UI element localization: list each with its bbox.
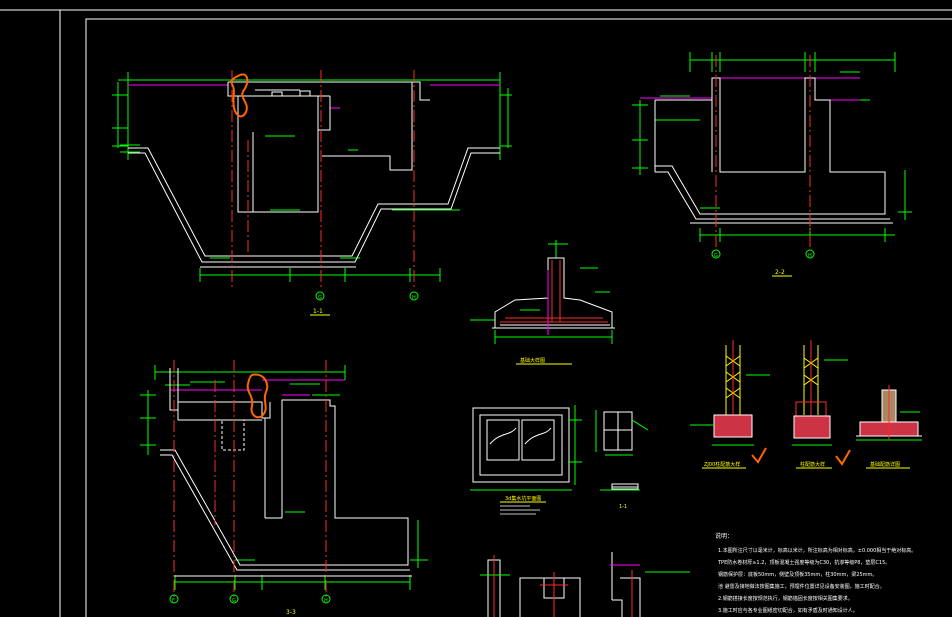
section-1-1-axis-bubbles	[315, 291, 419, 301]
markup-cloud-2	[246, 373, 269, 419]
pit-plan-dimensions	[470, 405, 582, 491]
section-1-1-outline	[128, 81, 500, 268]
drawing-frame	[0, 9, 952, 617]
node-detail-title: 1-1	[619, 504, 627, 510]
axis-bubble-label: G	[318, 295, 322, 301]
note-line: TPE防水卷材厚≥1.2，顶板混凝土强度等级为C30，抗渗等级P8，垫层C15。	[717, 559, 890, 566]
notes-heading: 说明：	[715, 532, 733, 540]
column-b-footing	[793, 415, 831, 439]
footing-detail-title: 基础配筋详图	[870, 461, 900, 468]
note-line: 2.钢筋搭接长度按规范执行，钢筋锚固长度按相关图集要求。	[718, 595, 853, 602]
markup-cloud-1	[230, 73, 249, 118]
section-3-3-dimensions	[140, 365, 428, 590]
section-3-3: F G H 3-3	[140, 360, 428, 616]
section-1-1-axes	[231, 70, 415, 290]
foundation-dimensions	[470, 240, 613, 344]
section-1-1-title: 1-1	[313, 308, 323, 315]
markup-check-1	[751, 447, 767, 464]
section-1-1-levels	[128, 84, 500, 109]
node-detail: 1-1	[595, 410, 649, 510]
section-1-1-dimensions	[112, 72, 512, 282]
column-a-footing	[713, 414, 753, 438]
axis-bubble-label: F	[172, 598, 175, 604]
footing-detail: 基础配筋详图	[856, 385, 922, 469]
note-line: 钢筋保护层：底板50mm，侧壁及顶板35mm，柱30mm，梁25mm。	[718, 571, 877, 578]
note-line: 池 避雷及接地做法按图集施工，预埋件位置详见设备安装图，施工时配合。	[718, 583, 885, 590]
section-3-3-levels	[170, 379, 345, 396]
markup-check-2	[835, 449, 851, 466]
section-3-3-axes	[173, 360, 327, 598]
column-b-title: 柱配筋大样	[800, 461, 825, 468]
section-2-2: G H 2-2	[632, 52, 912, 277]
pit-plan-title: 3d集水坑平面图	[505, 495, 541, 502]
note-line: 1.本图所注尺寸以毫米计，标高以米计，所注标高为相对标高，±0.000相当于绝对…	[718, 547, 916, 554]
column-detail-b: 柱配筋大样	[792, 340, 851, 469]
axis-bubble-label: H	[808, 253, 812, 259]
foundation-detail-title: 基础大样图	[520, 357, 545, 364]
section-1-1: G H 1-1	[112, 70, 512, 316]
section-2-2-axis-bubbles	[711, 249, 815, 259]
axis-bubble-label: H	[324, 598, 328, 604]
foundation-outline	[492, 257, 615, 329]
section-2-2-axes	[715, 55, 811, 250]
pit-plan-outline	[472, 407, 570, 483]
column-b-dimensions	[792, 359, 848, 446]
general-notes: 说明： 1.本图所注尺寸以毫米计，标高以米计，所注标高为相对标高，±0.000相…	[715, 532, 916, 614]
column-a-title: ZJ00柱配筋大样	[704, 461, 740, 468]
section-3-3-axis-bubbles	[169, 594, 331, 604]
pit-plan: 3d集水坑平面图	[470, 405, 582, 515]
section-2-2-dimensions	[632, 52, 912, 242]
foundation-detail: 基础大样图	[470, 240, 615, 365]
axis-bubble-label: G	[232, 598, 236, 604]
column-a-dimensions	[690, 374, 770, 446]
foundation-rebar	[500, 260, 608, 323]
section-2-2-title: 2-2	[775, 269, 785, 276]
node-detail-outline	[603, 411, 639, 490]
section-3-3-outline	[160, 368, 412, 577]
column-detail-a: ZJ00柱配筋大样	[690, 340, 770, 469]
axis-bubble-label: H	[412, 295, 416, 301]
note-line: 3.施工时应与各专业图纸密切配合，如有矛盾及时通知设计人。	[718, 607, 858, 614]
bottom-detail-a	[480, 555, 581, 617]
node-detail-dimensions	[595, 410, 649, 491]
bottom-detail-b	[610, 552, 690, 617]
axis-bubble-label: G	[714, 253, 718, 259]
pit-plan-notes	[500, 505, 540, 515]
section-2-2-levels	[640, 77, 860, 101]
section-3-3-title: 3-3	[286, 609, 296, 616]
